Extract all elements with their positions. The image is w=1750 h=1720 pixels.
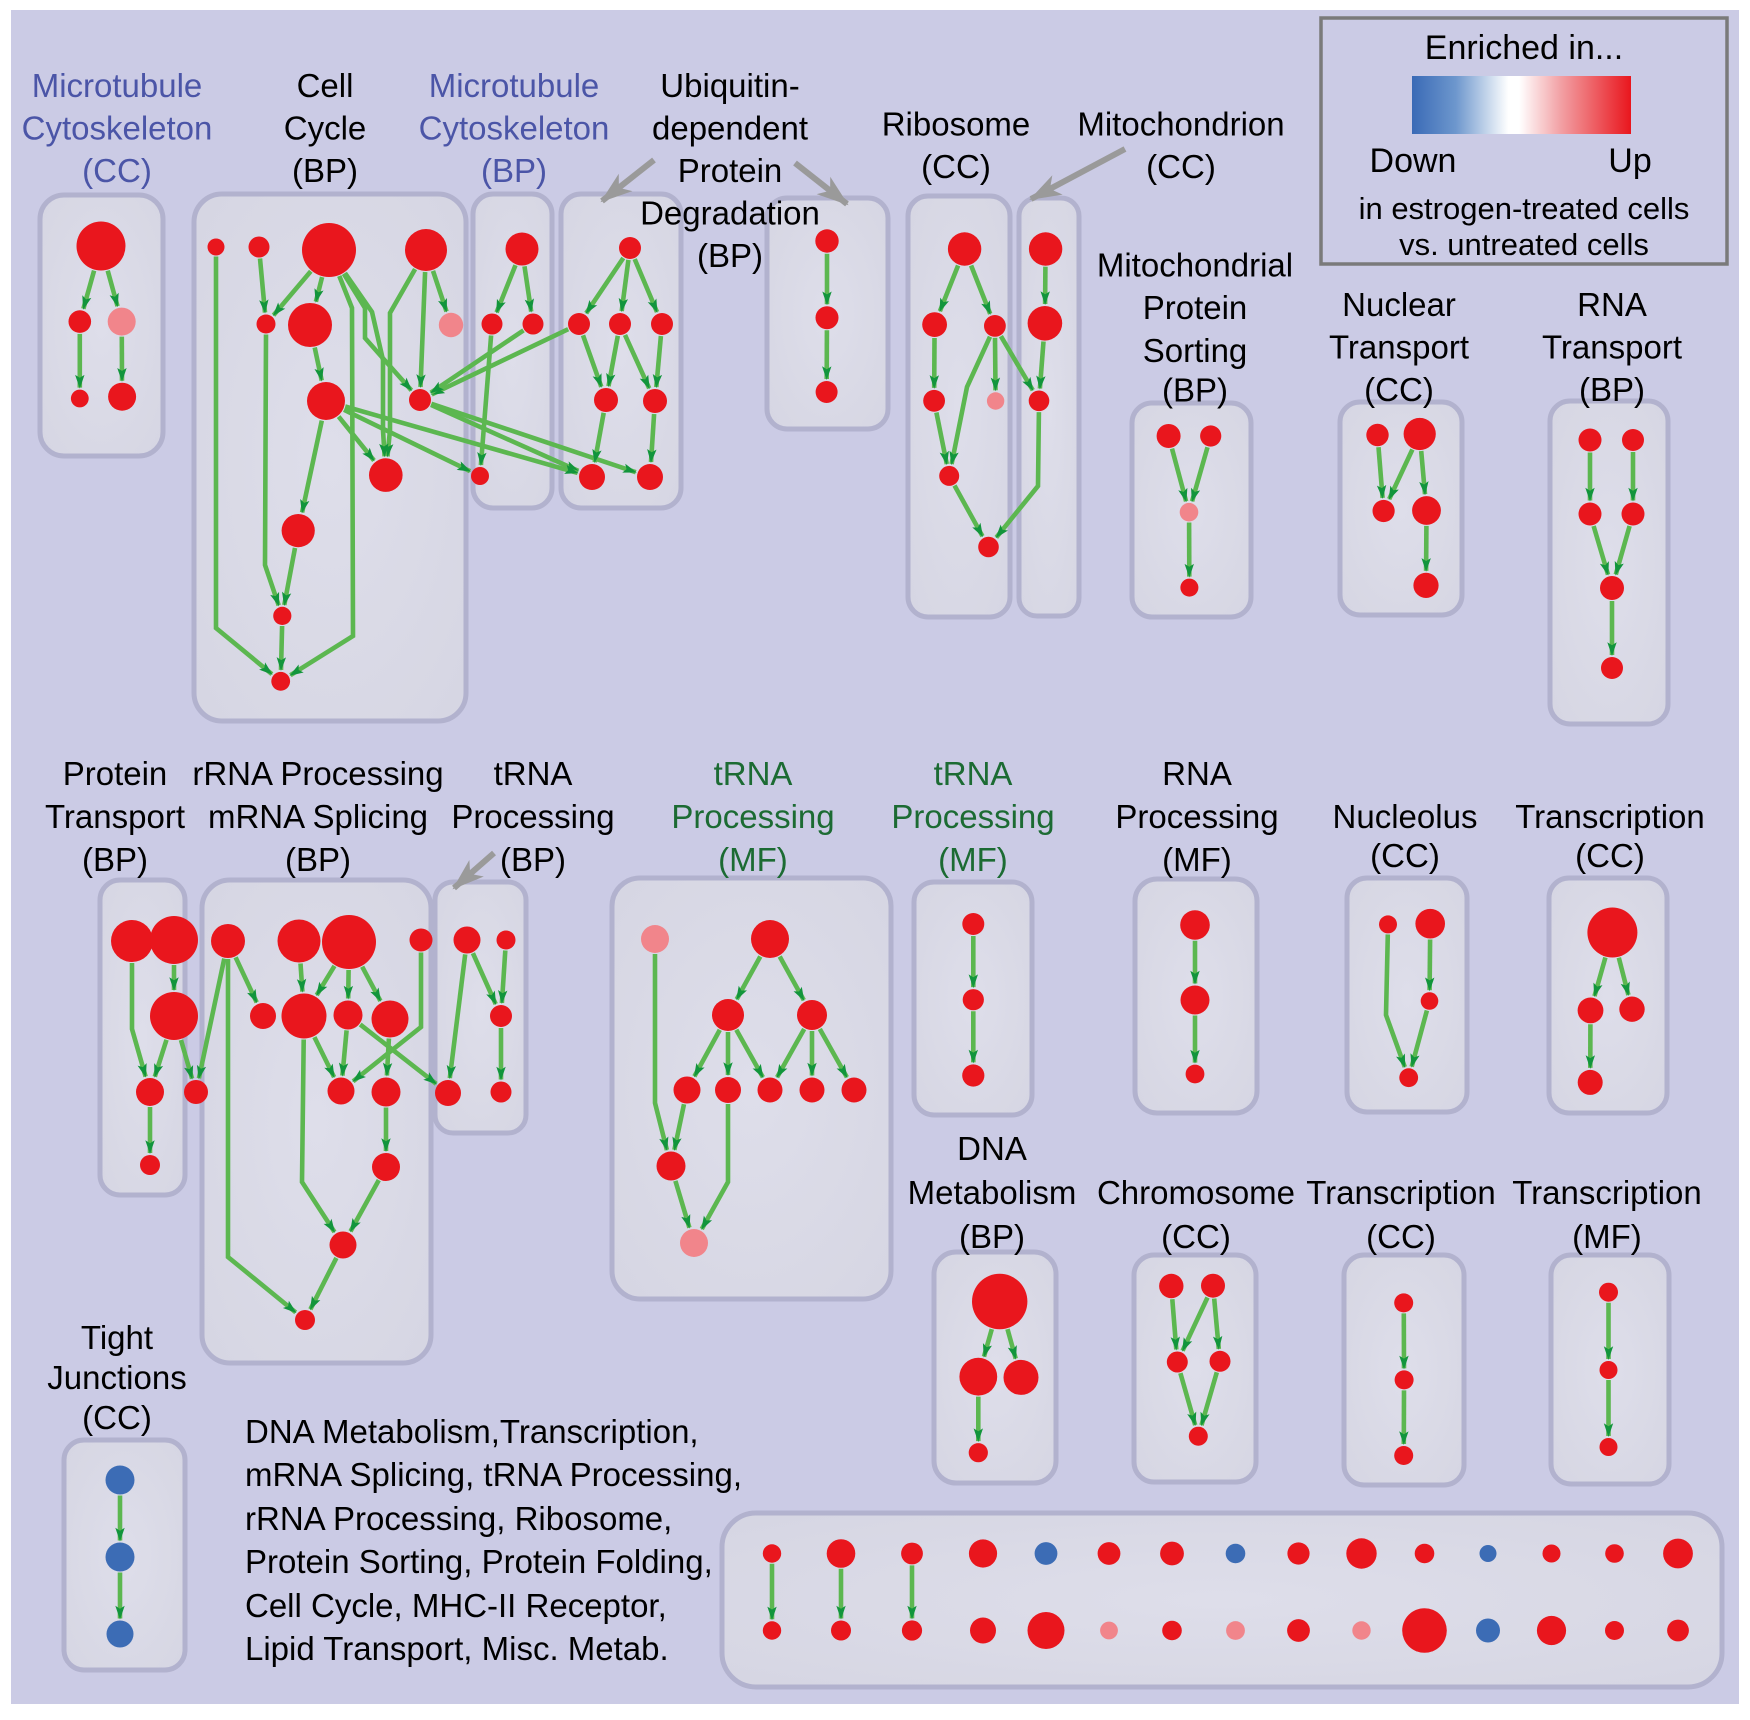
svg-text:Cytoskeleton: Cytoskeleton xyxy=(419,110,610,147)
svg-text:Sorting: Sorting xyxy=(1143,332,1248,369)
svg-text:RNA: RNA xyxy=(1162,755,1232,792)
svg-text:mRNA Splicing, tRNA Processing: mRNA Splicing, tRNA Processing, xyxy=(245,1456,742,1493)
svg-text:(CC): (CC) xyxy=(1575,837,1645,874)
svg-text:Lipid Transport, Misc. Metab.: Lipid Transport, Misc. Metab. xyxy=(245,1630,669,1667)
svg-text:Microtubule: Microtubule xyxy=(32,67,203,104)
svg-text:(CC): (CC) xyxy=(1370,837,1440,874)
svg-text:Ubiquitin-: Ubiquitin- xyxy=(660,67,799,104)
svg-text:vs. untreated cells: vs. untreated cells xyxy=(1399,227,1649,262)
svg-text:(CC): (CC) xyxy=(1161,1218,1231,1255)
svg-text:Cytoskeleton: Cytoskeleton xyxy=(22,110,213,147)
svg-text:DNA: DNA xyxy=(957,1130,1027,1167)
svg-text:(CC): (CC) xyxy=(82,152,152,189)
svg-text:(BP): (BP) xyxy=(697,237,763,274)
svg-text:Processing: Processing xyxy=(671,798,834,835)
svg-text:Metabolism: Metabolism xyxy=(908,1174,1077,1211)
svg-text:Nuclear: Nuclear xyxy=(1342,286,1456,323)
svg-text:tRNA: tRNA xyxy=(494,755,573,792)
svg-text:(CC): (CC) xyxy=(82,1399,152,1436)
svg-text:(BP): (BP) xyxy=(500,841,566,878)
svg-text:rRNA Processing: rRNA Processing xyxy=(192,755,443,792)
svg-text:(BP): (BP) xyxy=(82,841,148,878)
svg-text:(BP): (BP) xyxy=(1162,372,1228,409)
svg-text:Protein Sorting, Protein Foldi: Protein Sorting, Protein Folding, xyxy=(245,1543,713,1580)
svg-text:(BP): (BP) xyxy=(481,152,547,189)
svg-text:Junctions: Junctions xyxy=(47,1359,186,1396)
svg-text:(CC): (CC) xyxy=(1366,1218,1436,1255)
svg-text:Transport: Transport xyxy=(1329,329,1469,366)
svg-text:Chromosome: Chromosome xyxy=(1097,1174,1295,1211)
svg-text:dependent: dependent xyxy=(652,110,808,147)
svg-text:Mitochondrion: Mitochondrion xyxy=(1077,106,1284,143)
svg-text:Transcription: Transcription xyxy=(1306,1174,1496,1211)
svg-text:Protein: Protein xyxy=(63,755,168,792)
svg-text:rRNA Processing, Ribosome,: rRNA Processing, Ribosome, xyxy=(245,1500,672,1537)
svg-text:(BP): (BP) xyxy=(1579,371,1645,408)
svg-text:RNA: RNA xyxy=(1577,286,1647,323)
svg-text:Up: Up xyxy=(1608,142,1651,180)
svg-text:(BP): (BP) xyxy=(292,152,358,189)
svg-text:Nucleolus: Nucleolus xyxy=(1333,798,1478,835)
svg-text:Cycle: Cycle xyxy=(284,110,367,147)
svg-text:Mitochondrial: Mitochondrial xyxy=(1097,247,1293,284)
svg-text:Protein: Protein xyxy=(678,152,783,189)
svg-text:(CC): (CC) xyxy=(1146,148,1216,185)
svg-text:DNA Metabolism,Transcription,: DNA Metabolism,Transcription, xyxy=(245,1413,699,1450)
svg-text:Protein: Protein xyxy=(1143,289,1248,326)
svg-text:Transport: Transport xyxy=(1542,329,1682,366)
svg-text:Enriched in...: Enriched in... xyxy=(1425,29,1623,67)
svg-text:in estrogen-treated cells: in estrogen-treated cells xyxy=(1359,191,1690,226)
svg-text:(MF): (MF) xyxy=(938,841,1008,878)
svg-text:Microtubule: Microtubule xyxy=(429,67,600,104)
svg-text:Transport: Transport xyxy=(45,798,185,835)
svg-text:(BP): (BP) xyxy=(959,1218,1025,1255)
svg-text:tRNA: tRNA xyxy=(714,755,793,792)
svg-text:Ribosome: Ribosome xyxy=(882,106,1031,143)
svg-text:Processing: Processing xyxy=(891,798,1054,835)
svg-text:(MF): (MF) xyxy=(718,841,788,878)
svg-text:Cell Cycle, MHC-II Receptor,: Cell Cycle, MHC-II Receptor, xyxy=(245,1587,667,1624)
svg-text:Degradation: Degradation xyxy=(640,195,820,232)
svg-text:(MF): (MF) xyxy=(1162,841,1232,878)
svg-text:mRNA Splicing: mRNA Splicing xyxy=(208,798,428,835)
svg-text:Down: Down xyxy=(1370,142,1457,180)
svg-text:Processing: Processing xyxy=(1115,798,1278,835)
svg-text:(MF): (MF) xyxy=(1572,1218,1642,1255)
svg-text:Processing: Processing xyxy=(451,798,614,835)
svg-text:(BP): (BP) xyxy=(285,841,351,878)
svg-text:tRNA: tRNA xyxy=(934,755,1013,792)
svg-text:Tight: Tight xyxy=(81,1319,153,1356)
svg-text:Transcription: Transcription xyxy=(1515,798,1705,835)
svg-text:Cell: Cell xyxy=(297,67,354,104)
svg-text:(CC): (CC) xyxy=(1364,371,1434,408)
svg-text:(CC): (CC) xyxy=(921,148,991,185)
svg-text:Transcription: Transcription xyxy=(1512,1174,1702,1211)
